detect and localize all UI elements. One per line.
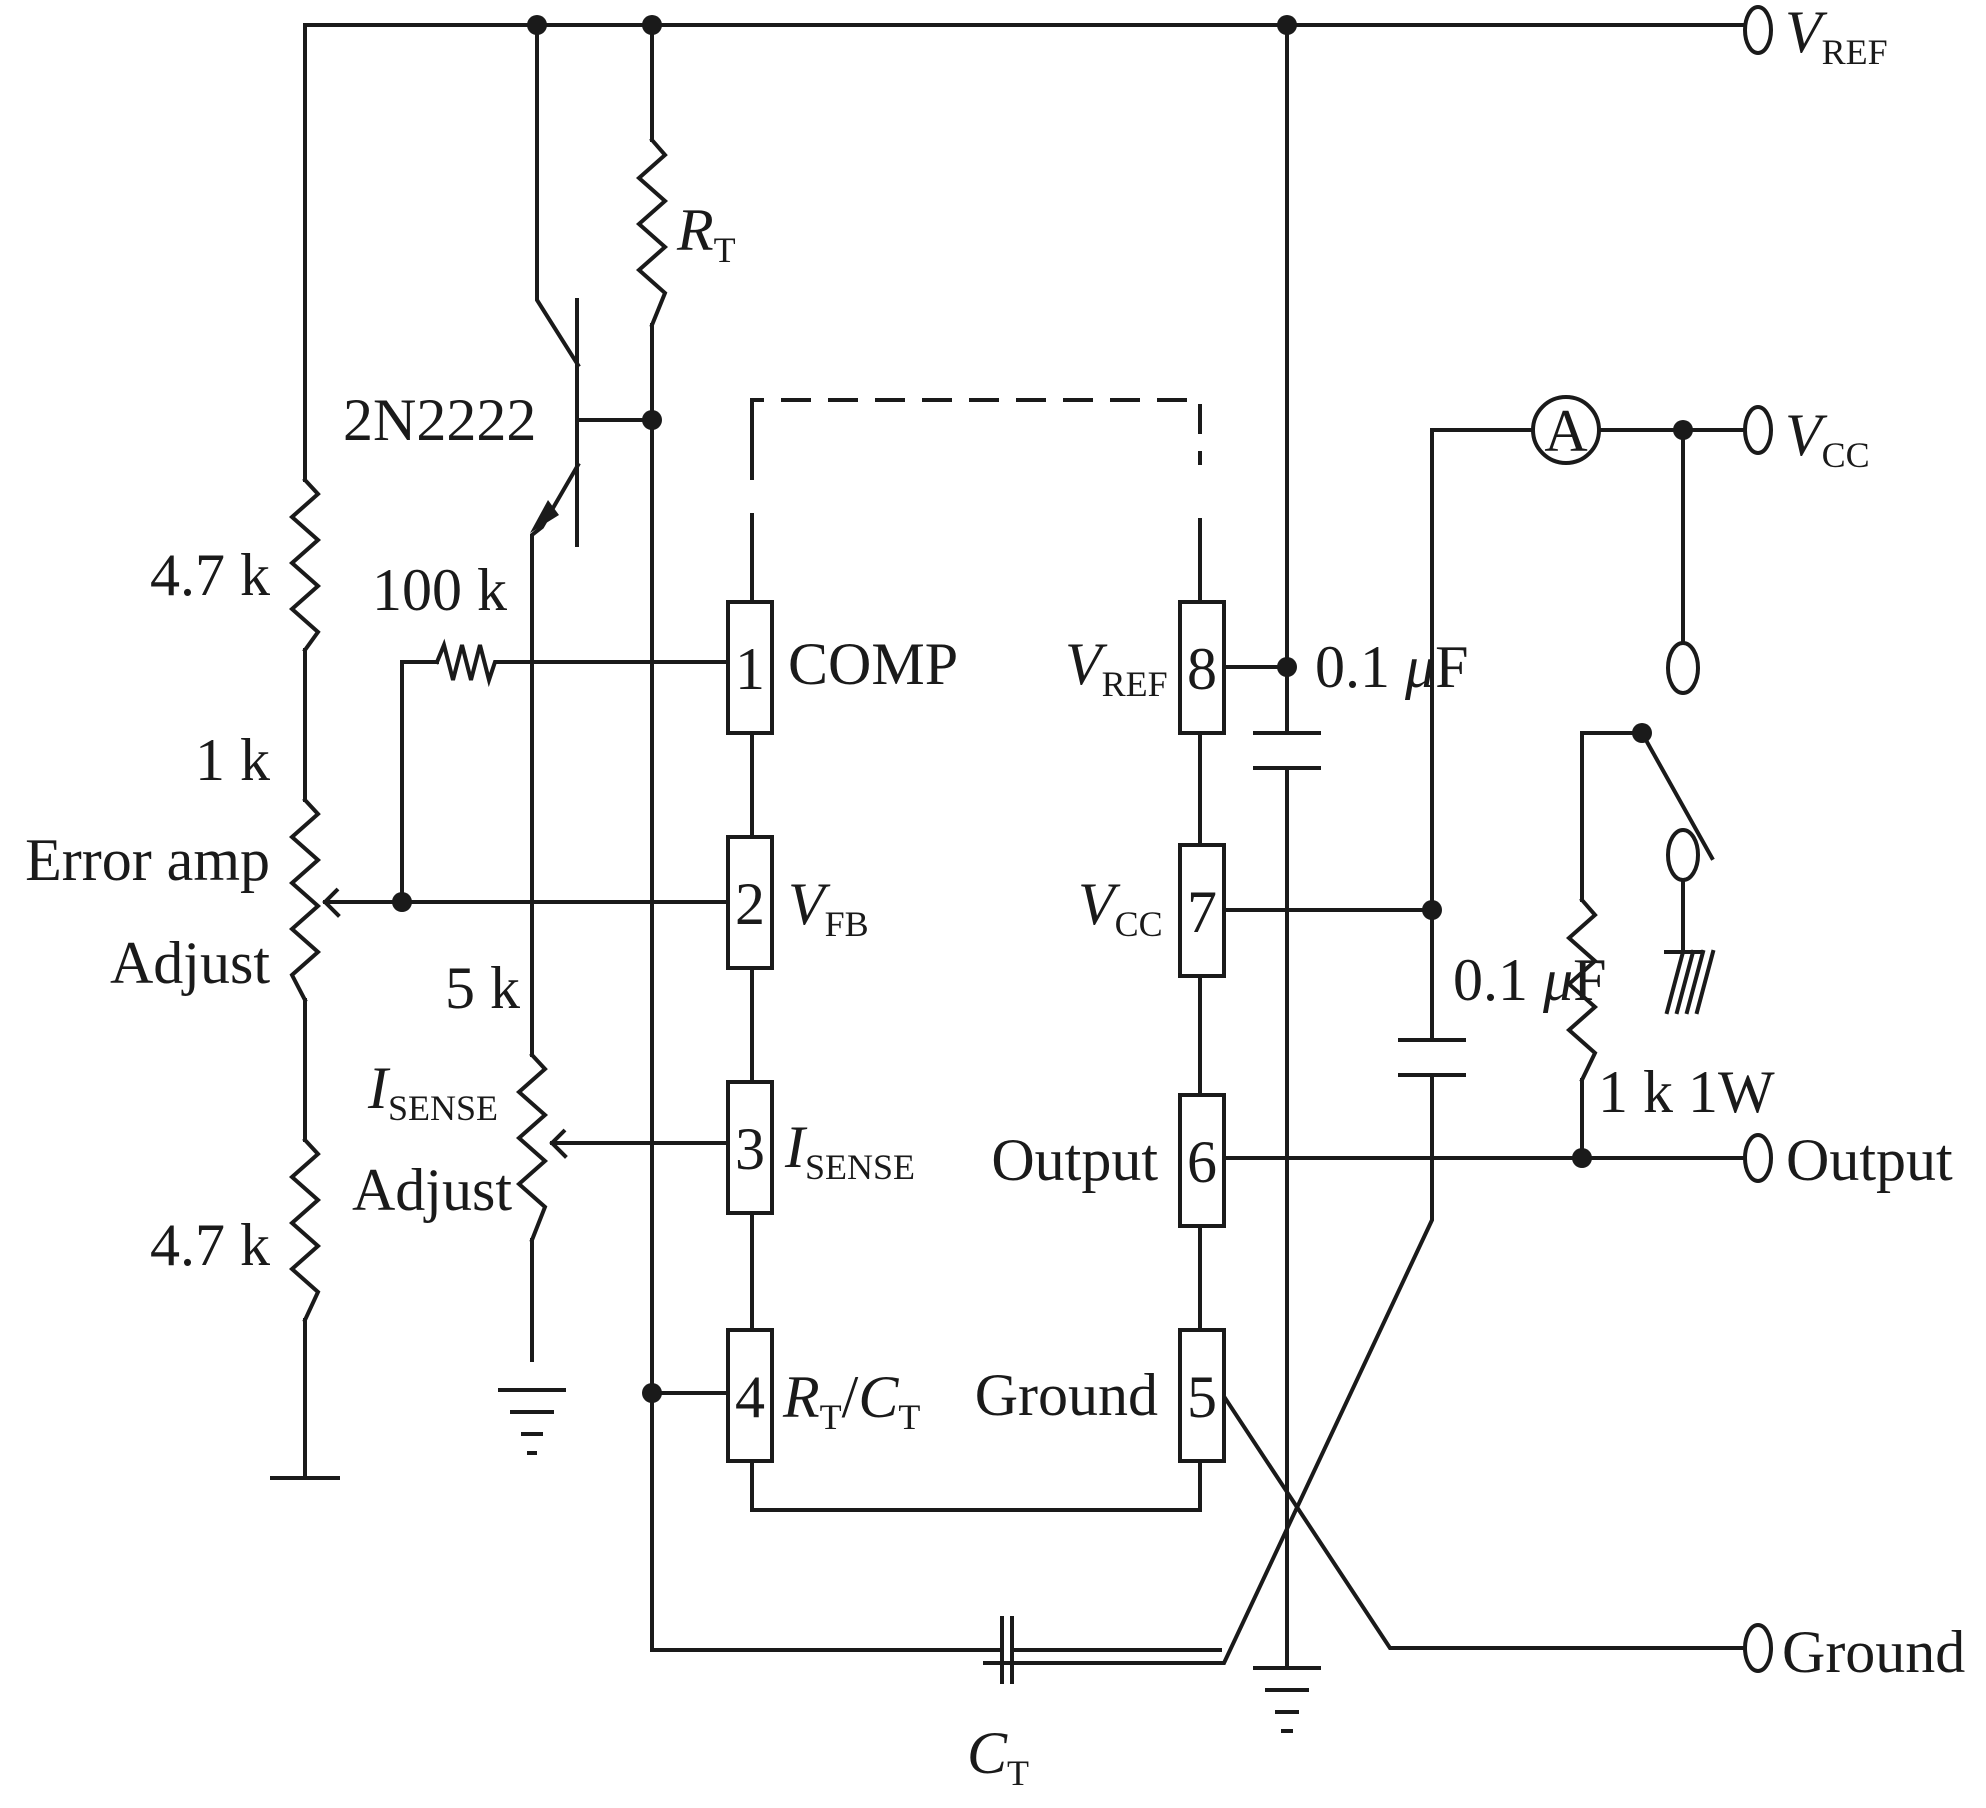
junction-dot — [642, 410, 662, 430]
pin-1-number: 1 — [735, 636, 765, 702]
ground-wire — [1222, 1395, 1745, 1650]
junctions — [392, 15, 1693, 1403]
terminal-output-label: Output — [1786, 1127, 1953, 1193]
capacitor-vcc-bypass — [1398, 1038, 1466, 1077]
pin-3-number: 3 — [735, 1116, 765, 1182]
pot-1k — [288, 797, 322, 1003]
junction-dot — [1673, 420, 1693, 440]
pot-5k-value-label: 5 k — [445, 955, 520, 1021]
switch — [1639, 641, 1716, 1015]
capacitor-vref-bypass — [1253, 731, 1321, 770]
resistor-1k-1w — [1565, 897, 1599, 1083]
terminal-ground-label: Ground — [1782, 1619, 1965, 1685]
ammeter: A — [1531, 395, 1601, 465]
pin-5-number: 5 — [1187, 1364, 1217, 1430]
pin-5-box — [1178, 1328, 1226, 1463]
pin-2-box — [726, 835, 774, 970]
wiring — [270, 23, 1745, 1670]
capacitor-ct — [983, 1616, 1222, 1684]
pin-2-name: VFB — [788, 871, 869, 944]
ct-label: CT — [967, 1720, 1029, 1793]
resistor-1k-1w-label: 1 k 1W — [1598, 1059, 1775, 1125]
pin-8-name: VREF — [1065, 631, 1168, 704]
pot-5k-label-line2: Adjust — [352, 1157, 512, 1223]
pin-8-number: 8 — [1187, 636, 1217, 702]
terminal-vref-label: VREF — [1785, 0, 1888, 72]
terminal-output — [1743, 1133, 1773, 1183]
pin-6-number: 6 — [1187, 1129, 1217, 1195]
switch-blade — [1639, 730, 1715, 861]
vcc-column-wire — [983, 428, 1434, 1665]
junction-dot — [1572, 1148, 1592, 1168]
collector-wire — [535, 23, 581, 368]
pot-5k-label-line1: ISENSE — [367, 1055, 498, 1128]
pot-1k-label-line1: Error amp — [25, 827, 270, 893]
pin-6-box — [1178, 1093, 1226, 1228]
transistor-2n2222 — [530, 298, 579, 547]
resistor-4k7-top — [288, 477, 322, 653]
pin-4-name: RT/CT — [782, 1364, 920, 1437]
junction-dot — [1422, 900, 1442, 920]
terminal-ground — [1743, 1623, 1773, 1673]
junction-dot — [392, 892, 412, 912]
junction-dot — [1277, 15, 1297, 35]
rt-label: RT — [676, 197, 736, 270]
resistor-100k-label: 100 k — [372, 557, 507, 623]
ic-package: 1 2 3 4 8 7 6 5 COMP VFB ISENSE RT/CT VR… — [726, 398, 1226, 1512]
switch-contact-top — [1666, 641, 1700, 695]
chassis-ground-icon — [1664, 949, 1716, 1015]
pin-6-name: Output — [991, 1127, 1158, 1193]
pin-3-box — [726, 1080, 774, 1215]
pin-7-box — [1178, 843, 1226, 978]
pin-5-name: Ground — [975, 1362, 1158, 1428]
emitter-wire — [530, 462, 581, 1362]
transistor-emitter-arrow-icon — [530, 500, 559, 533]
ammeter-label: A — [1544, 398, 1587, 464]
comp-feedback-wire — [400, 660, 730, 904]
pot-1k-label-line2: Adjust — [110, 930, 270, 996]
ic-outline — [750, 398, 1202, 465]
ground-icon-left — [498, 1388, 566, 1455]
pin-4-box — [726, 1328, 774, 1463]
pin-7-name: VCC — [1078, 871, 1163, 944]
switch-contact-bottom — [1666, 828, 1700, 882]
pin-8-box — [1178, 600, 1226, 735]
junction-dot — [1632, 723, 1652, 743]
resistor-4k7-bottom — [288, 1137, 322, 1323]
resistor-4k7-top-label: 4.7 k — [150, 542, 270, 608]
pin-1-name: COMP — [788, 631, 958, 697]
transistor-label: 2N2222 — [343, 387, 536, 453]
ground-icon-center — [1253, 1666, 1321, 1733]
resistor-4k7-bottom-label: 4.7 k — [150, 1212, 270, 1278]
pot-1k-value-label: 1 k — [195, 727, 270, 793]
pin-4-number: 4 — [735, 1364, 765, 1430]
pot-5k-wiper-arrow — [549, 1128, 568, 1159]
pin-2-number: 2 — [735, 871, 765, 937]
junction-dot — [1277, 657, 1297, 677]
junction-dot — [527, 15, 547, 35]
load-wire — [1580, 731, 1644, 1160]
ammeter-circle — [1531, 395, 1601, 465]
capacitor-vcc-label: 0.1 μF — [1453, 947, 1607, 1013]
pin-3-name: ISENSE — [784, 1114, 915, 1187]
pot-1k-wiper-arrow — [322, 887, 341, 918]
resistor-100k — [434, 638, 502, 688]
terminal-vref — [1743, 5, 1773, 55]
pin-7-number: 7 — [1187, 879, 1217, 945]
terminal-vcc-label: VCC — [1785, 402, 1870, 475]
terminal-vcc — [1743, 405, 1773, 455]
capacitor-vref-label: 0.1 μF — [1315, 634, 1469, 700]
pin-1-box — [726, 600, 774, 735]
junction-dot — [642, 15, 662, 35]
junction-dot — [642, 1383, 662, 1403]
pot-5k — [515, 1052, 549, 1243]
rt-branch-wire — [650, 23, 987, 1652]
resistor-rt — [635, 137, 669, 328]
